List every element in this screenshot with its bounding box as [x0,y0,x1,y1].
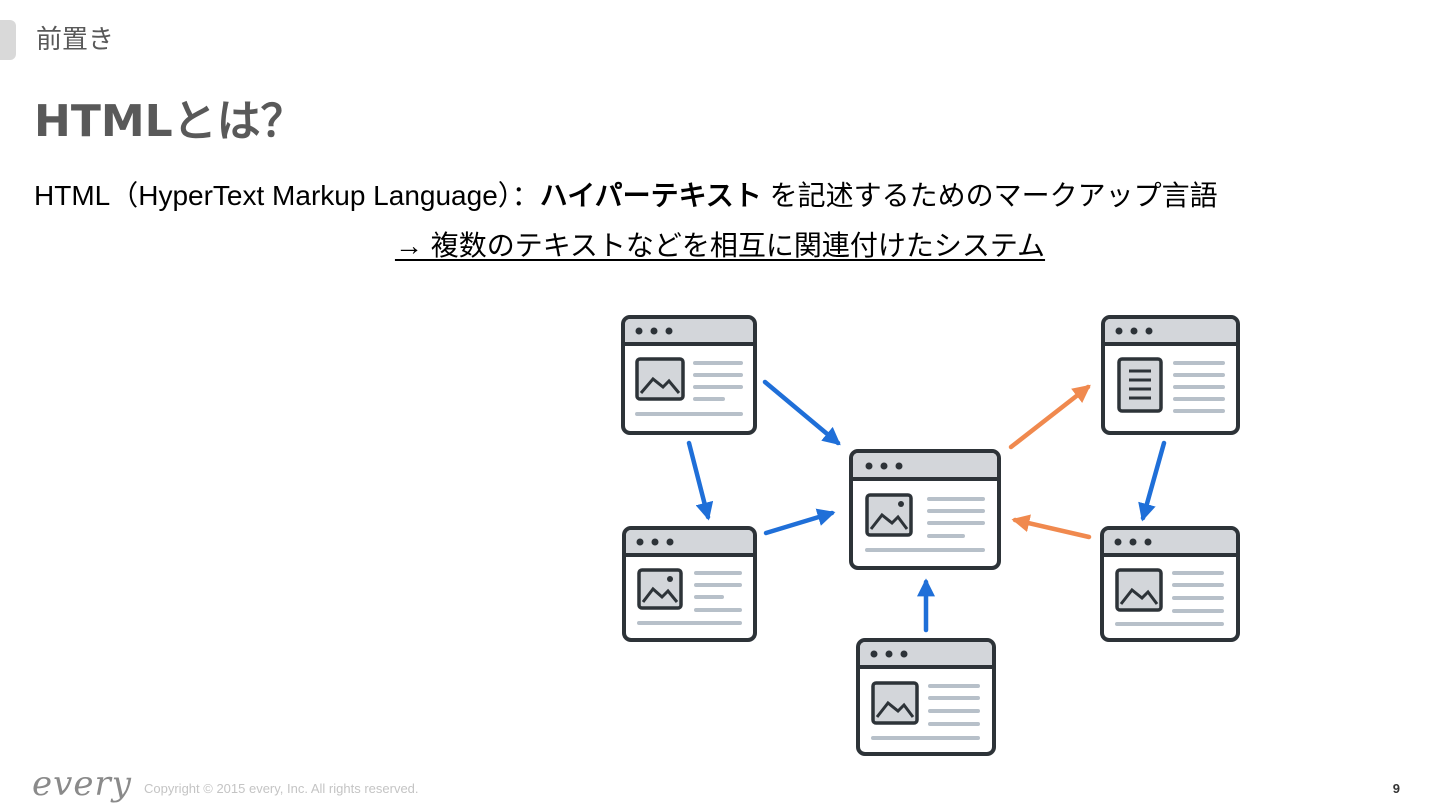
copyright-text: Copyright © 2015 every, Inc. All rights … [144,781,419,796]
link-arrow [686,440,714,521]
browser-window-icon [1101,315,1240,435]
browser-window-icon [621,315,757,435]
definition-bold-term: ハイパーテキスト [539,180,762,211]
image-icon [1115,568,1163,612]
image-icon [865,493,913,537]
page-number: 9 [1392,781,1400,796]
hypertext-diagram [621,315,1240,756]
browser-window-icon [1100,526,1240,642]
link-arrow [762,379,841,446]
page-title: HTMLとは？ [34,96,305,147]
browser-window-icon [849,449,1001,570]
image-icon [637,568,683,610]
company-logo: every [32,764,132,804]
link-arrow [1008,384,1091,450]
image-icon [871,681,919,725]
link-arrow [1138,440,1167,522]
browser-window-icon [856,638,996,756]
link-arrow [763,508,836,536]
image-icon [635,357,685,401]
explanation-line: → 複数のテキストなどを相互に関連付けたシステム [0,226,1440,266]
document-icon [1117,357,1163,413]
definition-suffix: を記述するためのマークアップ言語 [761,180,1218,211]
definition-line: HTML（HyperText Markup Language）：ハイパーテキスト… [34,176,1218,216]
section-tab-marker [0,20,16,60]
browser-window-icon [622,526,757,642]
link-arrow [1011,514,1092,540]
definition-prefix: HTML（HyperText Markup Language）： [34,180,540,211]
explanation-text: → 複数のテキストなどを相互に関連付けたシステム [394,230,1046,261]
section-label: 前置き [36,25,115,55]
